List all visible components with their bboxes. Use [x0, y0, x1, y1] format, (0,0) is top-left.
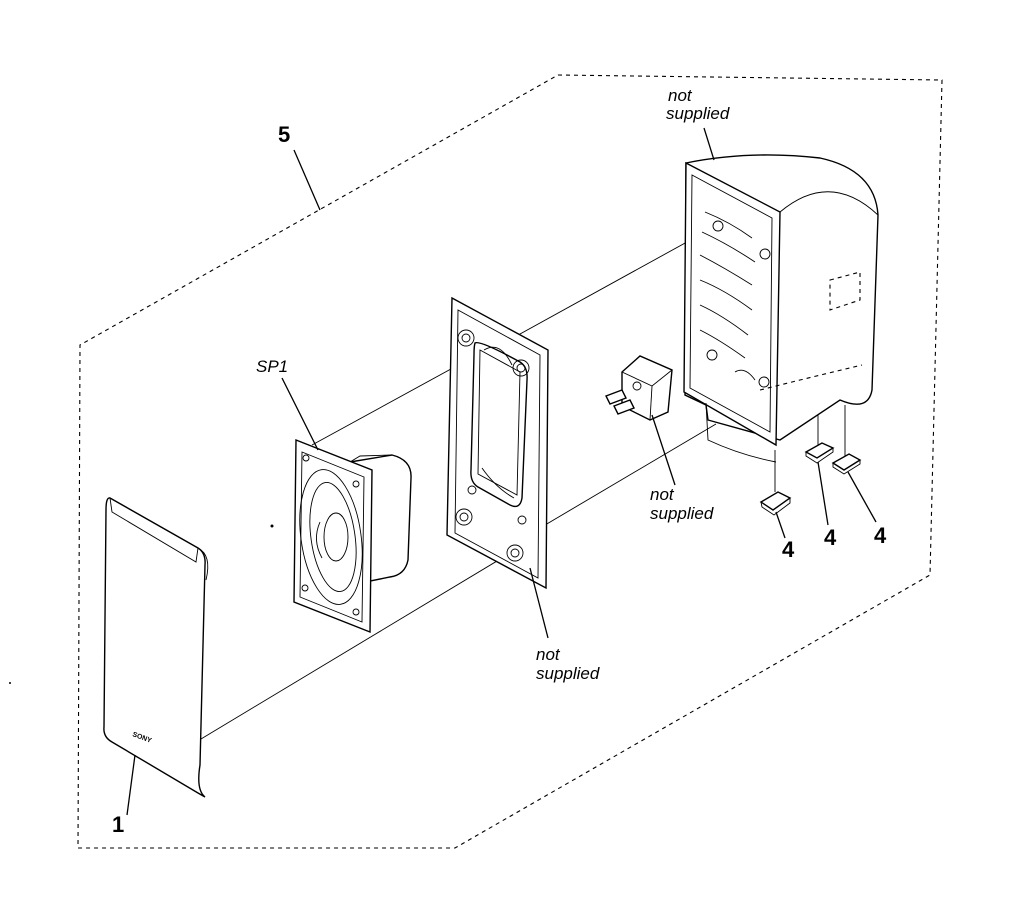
label-foot-number-1: 4: [782, 537, 795, 562]
leader-foot-3: [847, 471, 877, 523]
stray-dot: [270, 524, 274, 528]
foot-pad-1: [759, 491, 792, 516]
leader-1: [126, 754, 136, 816]
connector-note-line1: not: [650, 485, 675, 504]
speaker-cabinet: [683, 154, 879, 463]
label-front-grille-number: 1: [112, 812, 124, 837]
cabinet-note-line2: supplied: [666, 104, 730, 123]
stray-dot: [9, 682, 11, 684]
leader-foot-2: [817, 461, 829, 526]
leader-foot-1: [775, 511, 786, 539]
leader-connector-note: [651, 414, 676, 486]
label-speaker: SP1: [256, 357, 288, 376]
connector-note-line2: supplied: [650, 504, 714, 523]
mounting-frame: [446, 296, 549, 590]
front-grille: SONY: [103, 497, 209, 798]
cabinet-note-line1: not: [668, 86, 693, 105]
assembly-boundary: [77, 74, 943, 849]
label-foot-number-2: 4: [824, 525, 837, 550]
speaker-unit: [293, 438, 412, 634]
label-assembly-number: 5: [278, 122, 290, 147]
assembly-guide-lines: [195, 225, 846, 743]
leader-frame-note: [529, 567, 549, 639]
leader-5: [293, 149, 321, 211]
label-foot-number-3: 4: [874, 523, 887, 548]
leader-cabinet-note: [703, 127, 715, 161]
leader-sp1: [281, 377, 319, 451]
foot-pad-3: [831, 453, 862, 475]
terminal-connector: [605, 355, 673, 421]
foot-pad-2: [804, 442, 835, 464]
frame-note-line1: not: [536, 645, 561, 664]
frame-note-line2: supplied: [536, 664, 600, 683]
